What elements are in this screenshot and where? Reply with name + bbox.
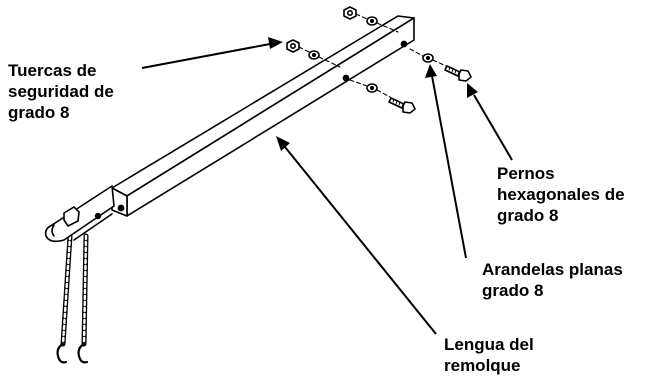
label-tongue: Lengua del remolque: [444, 334, 534, 376]
coupler: [44, 185, 115, 243]
label-lock-nuts: Tuercas de seguridad de grado 8: [8, 60, 114, 123]
label-tongue-line-1: Lengua del: [444, 335, 534, 354]
hex-bolt-1: [444, 65, 472, 82]
lock-nut-lower: [286, 39, 300, 53]
label-lock-nuts-line-3: grado 8: [8, 103, 70, 122]
hex-bolt-2: [388, 97, 416, 114]
label-hex-bolts-line-1: Pernos: [497, 164, 555, 183]
label-tongue-line-2: remolque: [444, 356, 521, 375]
label-hex-bolts-line-2: hexagonales de: [497, 185, 625, 204]
arrow-tongue: [276, 136, 437, 335]
flat-washer-2: [308, 50, 320, 60]
flat-washer-1: [366, 16, 378, 26]
safety-chain-right: [77, 233, 89, 364]
label-hex-bolts-line-3: grado 8: [497, 206, 559, 225]
safety-chain-left: [56, 233, 73, 364]
arrow-hex-bolts: [467, 83, 513, 161]
alignment-lines: [298, 13, 447, 98]
lock-nut-upper: [343, 6, 357, 20]
label-flat-washers: Arandelas planas grado 8: [482, 259, 623, 301]
label-flat-washers-line-1: Arandelas planas: [482, 260, 623, 279]
flat-washer-3: [422, 53, 434, 63]
label-lock-nuts-line-2: seguridad de: [8, 82, 114, 101]
label-flat-washers-line-2: grado 8: [482, 281, 544, 300]
label-lock-nuts-line-1: Tuercas de: [8, 61, 97, 80]
flat-washer-4: [366, 83, 378, 93]
label-hex-bolts: Pernos hexagonales de grado 8: [497, 163, 625, 226]
arrow-lock-nuts: [141, 37, 283, 69]
arrow-flat-washers: [425, 64, 467, 259]
